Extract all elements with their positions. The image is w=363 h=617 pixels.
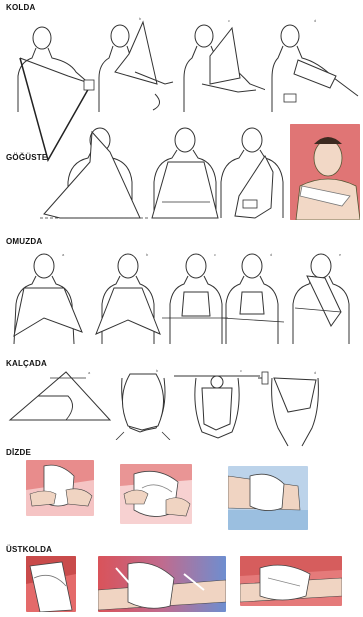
svg-text:c: c — [228, 18, 230, 23]
upper-arm-photo-3 — [240, 556, 342, 606]
svg-text:a: a — [88, 370, 91, 375]
svg-text:c: c — [240, 368, 242, 373]
section-title-ustkolda: ÜSTKOLDA — [6, 545, 52, 554]
knee-photo-1 — [26, 460, 94, 516]
svg-text:b: b — [156, 368, 159, 373]
section-title-omuzda: OMUZDA — [6, 237, 42, 246]
arm-step-4-figure: d — [270, 14, 360, 114]
svg-text:b: b — [146, 252, 149, 257]
svg-text:b: b — [139, 16, 142, 21]
svg-text:e: e — [339, 252, 342, 257]
svg-text:c: c — [214, 252, 216, 257]
knee-photo-2 — [120, 464, 192, 524]
upper-arm-photo-1 — [26, 556, 76, 612]
chest-bandage-photo — [290, 124, 360, 220]
svg-text:d: d — [314, 370, 316, 375]
arm-step-2-figure: b — [95, 14, 175, 114]
arm-step-3-figure: c — [180, 14, 265, 114]
shoulder-step-5-figure: e — [285, 248, 355, 348]
hip-step-2-figure: b — [112, 368, 174, 440]
hip-step-4-figure: d — [258, 368, 328, 448]
knee-photo-3 — [228, 466, 308, 530]
hip-step-1-figure: a — [8, 368, 113, 430]
svg-text:d: d — [314, 18, 316, 23]
shoulder-step-2-figure: b — [92, 248, 162, 348]
hip-step-3-figure: c — [172, 368, 262, 448]
chest-step-3-figure — [215, 122, 290, 222]
section-title-kalcada: KALÇADA — [6, 359, 47, 368]
shoulder-step-4-figure: d — [220, 248, 285, 348]
svg-text:a: a — [62, 252, 65, 257]
section-title-kolda: KOLDA — [6, 3, 35, 12]
svg-text:d: d — [270, 252, 272, 257]
shoulder-step-1-figure: a — [10, 248, 85, 348]
chest-step-2-figure — [148, 122, 223, 222]
upper-arm-photo-2 — [98, 556, 226, 612]
chest-step-1-figure — [40, 122, 150, 222]
section-title-dizde: DİZDE — [6, 448, 31, 457]
